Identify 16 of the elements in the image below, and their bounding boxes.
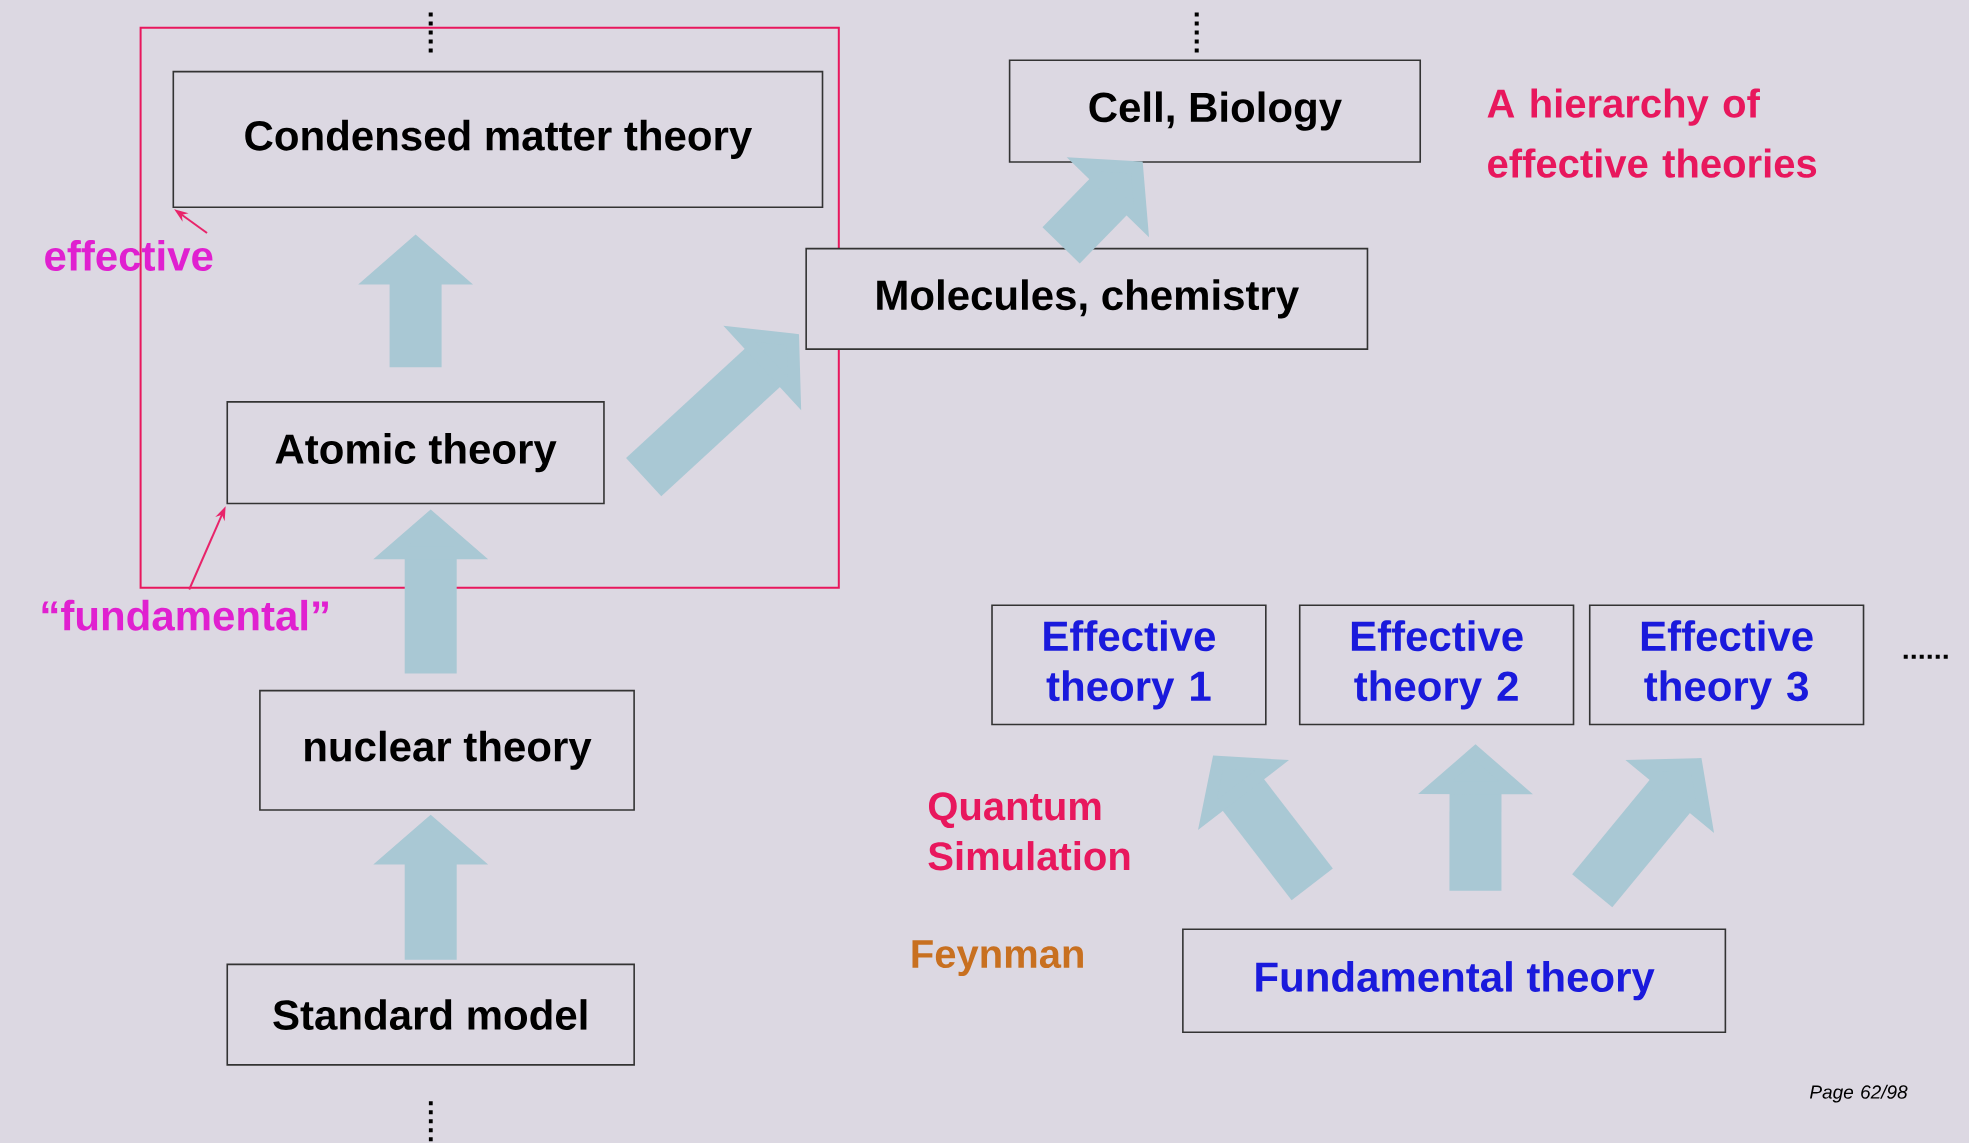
theory-box: Condensed matter theory: [172, 70, 824, 208]
annotation-text: “fundamental”: [42, 599, 328, 631]
theory-box: Molecules, chemistry: [805, 247, 1369, 350]
theory-box: Effective theory 2: [1298, 604, 1575, 726]
theory-box: Effective theory 1: [991, 604, 1267, 726]
theory-box: Cell, Biology: [1008, 59, 1421, 163]
heading-text: A hierarchy of effective theories: [1487, 88, 1817, 178]
page-number: Page 62/98: [1810, 1084, 1908, 1103]
theory-box: nuclear theory: [259, 689, 635, 811]
theory-box: Effective theory 3: [1588, 604, 1865, 726]
theory-box: Atomic theory: [226, 401, 605, 505]
block-arrow: [1198, 755, 1333, 901]
author-label: Feynman: [912, 940, 1083, 976]
theory-box: Fundamental theory: [1182, 928, 1727, 1033]
theory-box: Standard model: [226, 963, 635, 1066]
quantum-simulation-label: Quantum Simulation: [928, 792, 1130, 871]
